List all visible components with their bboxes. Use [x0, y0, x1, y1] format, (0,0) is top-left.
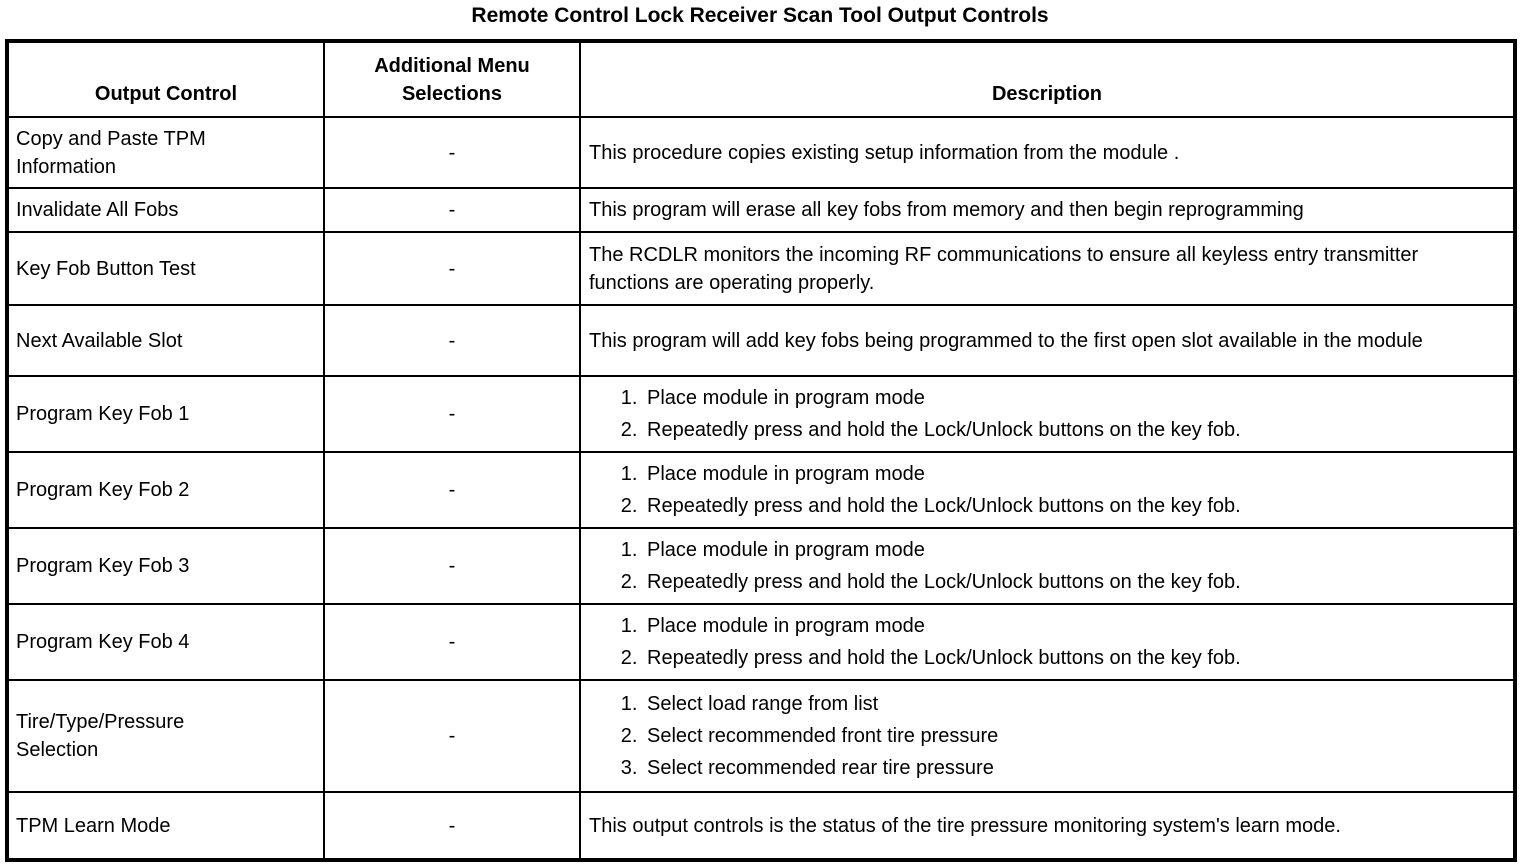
procedure-steps: Place module in program mode Repeatedly … [589, 612, 1453, 672]
output-control-label: Next Available Slot [16, 329, 183, 352]
cell-description: This procedure copies existing setup inf… [579, 116, 1516, 189]
table-row: Key Fob Button Test - The RCDLR monitors… [6, 231, 1516, 306]
procedure-step: Place module in program mode [643, 460, 1453, 488]
procedure-step: Repeatedly press and hold the Lock/Unloc… [643, 568, 1453, 596]
table-row: Copy and Paste TPM Information - This pr… [6, 116, 1516, 189]
cell-additional-menu: - [323, 679, 581, 793]
procedure-step: Select load range from list [643, 690, 1453, 718]
cell-output-control: Key Fob Button Test [6, 231, 325, 306]
output-control-label: Program Key Fob 2 [16, 479, 190, 501]
procedure-step: Select recommended front tire pressure [643, 722, 1453, 750]
cell-description: The RCDLR monitors the incoming RF commu… [579, 231, 1516, 306]
table-row: Invalidate All Fobs - This program will … [6, 187, 1516, 233]
cell-additional-menu: - [323, 791, 581, 861]
page-title: Remote Control Lock Receiver Scan Tool O… [471, 4, 1049, 27]
cell-additional-menu: - [323, 527, 581, 605]
column-header-label: Description [991, 83, 1103, 105]
output-control-label: Program Key Fob 1 [16, 403, 190, 425]
procedure-steps: Place module in program mode Repeatedly … [589, 384, 1453, 444]
cell-additional-menu: - [323, 304, 581, 377]
output-control-label: Invalidate All Fobs [16, 199, 179, 221]
table-row: Next Available Slot - This program will … [6, 304, 1516, 377]
cell-description: Place module in program mode Repeatedly … [579, 527, 1516, 605]
output-controls-table: Output Control Additional Menu Selection… [5, 39, 1517, 862]
output-control-label: TPM Learn Mode [16, 814, 171, 837]
cell-output-control: Invalidate All Fobs [6, 187, 325, 233]
column-header-label: Output Control [94, 83, 238, 105]
output-control-label: Tire/Type/Pressure Selection [16, 711, 185, 761]
column-header-additional-menu-selections: Additional Menu Selections [323, 40, 581, 118]
cell-description: Place module in program mode Repeatedly … [579, 451, 1516, 529]
cell-additional-menu: - [323, 187, 581, 233]
cell-additional-menu: - [323, 375, 581, 453]
cell-description: Place module in program mode Repeatedly … [579, 603, 1516, 681]
column-header-description: Description [579, 40, 1516, 118]
cell-additional-menu: - [323, 231, 581, 306]
cell-description: Select load range from list Select recom… [579, 679, 1516, 793]
cell-additional-menu: - [323, 451, 581, 529]
procedure-steps: Place module in program mode Repeatedly … [589, 536, 1453, 596]
table-row: Tire/Type/Pressure Selection - Select lo… [6, 679, 1516, 793]
cell-additional-menu: - [323, 116, 581, 189]
table-row: Program Key Fob 1 - Place module in prog… [6, 375, 1516, 453]
column-header-output-control: Output Control [6, 40, 325, 118]
cell-output-control: Tire/Type/Pressure Selection [6, 679, 325, 793]
header-row: Output Control Additional Menu Selection… [6, 40, 1516, 118]
table-row: Program Key Fob 3 - Place module in prog… [6, 527, 1516, 605]
cell-output-control: Next Available Slot [6, 304, 325, 377]
procedure-steps: Select load range from list Select recom… [589, 690, 1453, 782]
table-row: Program Key Fob 2 - Place module in prog… [6, 451, 1516, 529]
cell-output-control: Program Key Fob 4 [6, 603, 325, 681]
table-row: TPM Learn Mode - This output controls is… [6, 791, 1516, 861]
procedure-step: Place module in program mode [643, 384, 1453, 412]
output-control-label: Key Fob Button Test [16, 257, 196, 280]
cell-output-control: Program Key Fob 1 [6, 375, 325, 453]
output-control-label: Program Key Fob 3 [16, 555, 190, 577]
procedure-steps: Place module in program mode Repeatedly … [589, 460, 1453, 520]
procedure-step: Repeatedly press and hold the Lock/Unloc… [643, 416, 1453, 444]
output-control-label: Program Key Fob 4 [16, 631, 190, 653]
table-row: Program Key Fob 4 - Place module in prog… [6, 603, 1516, 681]
cell-additional-menu: - [323, 603, 581, 681]
cell-output-control: TPM Learn Mode [6, 791, 325, 861]
procedure-step: Repeatedly press and hold the Lock/Unloc… [643, 492, 1453, 520]
column-header-label: Additional Menu Selections [374, 55, 530, 105]
cell-description: This output controls is the status of th… [579, 791, 1516, 861]
cell-description: This program will erase all key fobs fro… [579, 187, 1516, 233]
cell-description: This program will add key fobs being pro… [579, 304, 1516, 377]
output-control-label: Copy and Paste TPM Information [16, 127, 206, 178]
cell-output-control: Program Key Fob 2 [6, 451, 325, 529]
cell-description: Place module in program mode Repeatedly … [579, 375, 1516, 453]
procedure-step: Place module in program mode [643, 612, 1453, 640]
cell-output-control: Program Key Fob 3 [6, 527, 325, 605]
procedure-step: Select recommended rear tire pressure [643, 754, 1453, 782]
cell-output-control: Copy and Paste TPM Information [6, 116, 325, 189]
procedure-step: Place module in program mode [643, 536, 1453, 564]
procedure-step: Repeatedly press and hold the Lock/Unloc… [643, 644, 1453, 672]
